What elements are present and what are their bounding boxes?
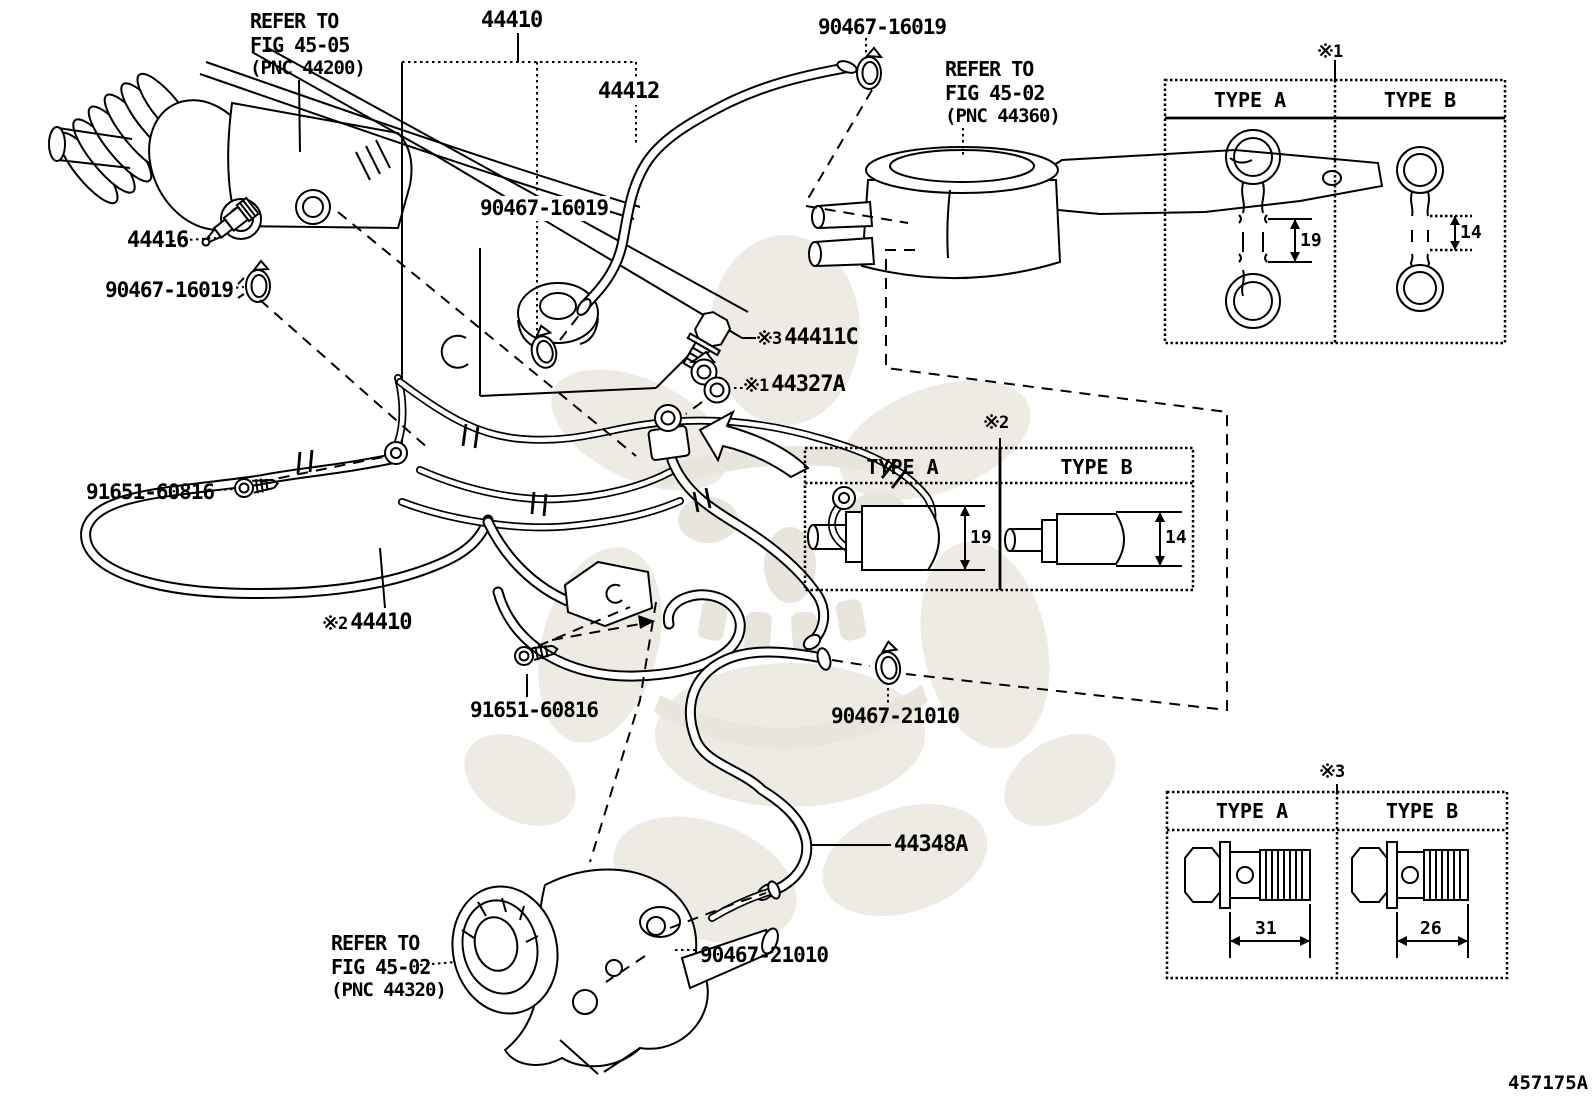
bolt-91651-bottom-icon <box>514 644 559 666</box>
refer-line2: FIG 45-02 <box>331 954 431 979</box>
table2-dim-a: 19 <box>970 527 992 548</box>
marker-index: 2 <box>338 614 348 634</box>
part-label-44411c: 3 44411C <box>757 325 859 351</box>
doc-number: 457175A <box>1508 1072 1589 1094</box>
part-label-44412: 44412 <box>596 79 662 105</box>
marker-index: 1 <box>1333 42 1343 62</box>
clamp-16019-top-icon <box>856 46 884 90</box>
refer-note-pump: REFER TO FIG 45-02 (PNC 44320) <box>331 931 447 1002</box>
table1-header-type-a: TYPE A <box>1213 88 1287 112</box>
clamp-16019-mid-icon <box>530 324 558 369</box>
refer-line3: (PNC 44360) <box>945 105 1061 128</box>
reservoir-drawing <box>808 146 1384 280</box>
refer-line3: (PNC 44320) <box>331 979 447 1002</box>
part-label-44410-top: 44410 <box>481 8 543 33</box>
part-label-44416: 44416 <box>127 228 189 253</box>
table2-header-type-b: TYPE B <box>1060 455 1133 479</box>
refer-note-reservoir: REFER TO FIG 45-02 (PNC 44360) <box>945 57 1061 128</box>
part-label-90467-16019-top: 90467-16019 <box>818 15 947 39</box>
hose-44412-drawing <box>576 60 858 316</box>
part-label-91651-bottom: 91651-60816 <box>470 698 599 722</box>
gasket-44327a-icon <box>688 350 731 404</box>
reference-mark-icon <box>744 377 759 392</box>
pointer-arrow <box>698 409 810 479</box>
steering-rack-drawing <box>48 46 749 397</box>
pump-drawing <box>451 868 779 1075</box>
table3-marker: 3 <box>1320 762 1347 782</box>
marker-index: 3 <box>772 329 782 349</box>
part-number: 44327A <box>771 372 845 397</box>
reference-mark-icon <box>757 330 772 345</box>
part-number: 44411C <box>784 325 858 350</box>
refer-line1: REFER TO <box>250 9 339 33</box>
refer-line1: REFER TO <box>945 57 1034 81</box>
refer-line1: REFER TO <box>331 931 420 955</box>
tube-assembly-drawing <box>80 374 937 682</box>
part-label-90467-16019-mid: 90467-16019 <box>478 196 611 221</box>
part-label-90467-21010-bottom: 90467-21010 <box>700 943 829 967</box>
marker-index: 2 <box>999 413 1009 433</box>
table1-dim-a: 19 <box>1300 230 1322 251</box>
part-label-90467-21010-mid: 90467-21010 <box>831 704 960 728</box>
part-number: 44410 <box>350 610 412 635</box>
type-table-2 <box>803 438 1195 592</box>
table3-dim-b: 26 <box>1420 918 1442 939</box>
table1-dim-b: 14 <box>1460 222 1482 243</box>
table2-header-type-a: TYPE A <box>866 455 939 479</box>
table2-marker: 2 <box>984 413 1011 433</box>
clamp-21010-upper-icon <box>874 640 902 685</box>
part-label-90467-16019-left: 90467-16019 <box>105 278 234 302</box>
refer-line2: FIG 45-02 <box>945 80 1045 105</box>
part-label-44410-main: 2 44410 <box>323 610 412 636</box>
type-table-3 <box>1165 784 1509 980</box>
table1-header-type-b: TYPE B <box>1383 88 1457 112</box>
part-label-44348a: 44348A <box>894 832 968 857</box>
union-44416-drawing <box>201 196 260 247</box>
reference-mark-icon <box>984 414 999 429</box>
refer-line3: (PNC 44200) <box>250 57 366 80</box>
leader-lines <box>171 38 1228 983</box>
bolt-91651-left-icon <box>234 478 280 498</box>
marker-index: 3 <box>1335 762 1345 782</box>
type-table-1 <box>1163 60 1507 345</box>
reference-mark-icon <box>323 615 338 630</box>
reference-mark-icon <box>1320 763 1335 778</box>
refer-note-rack: REFER TO FIG 45-05 (PNC 44200) <box>250 9 366 80</box>
part-label-44327a: 1 44327A <box>744 372 846 398</box>
marker-index: 1 <box>759 376 769 396</box>
table1-marker: 1 <box>1318 42 1345 62</box>
reference-mark-icon <box>1318 43 1333 58</box>
clamp-16019-left-icon <box>237 259 271 303</box>
table3-dim-a: 31 <box>1255 918 1277 939</box>
part-label-91651-left: 91651-60816 <box>86 480 215 504</box>
refer-line2: FIG 45-05 <box>250 32 350 57</box>
table3-header-type-b: TYPE B <box>1385 799 1459 823</box>
hose-44348a-drawing <box>684 646 832 922</box>
table2-dim-b: 14 <box>1165 527 1187 548</box>
table3-header-type-a: TYPE A <box>1215 799 1289 823</box>
